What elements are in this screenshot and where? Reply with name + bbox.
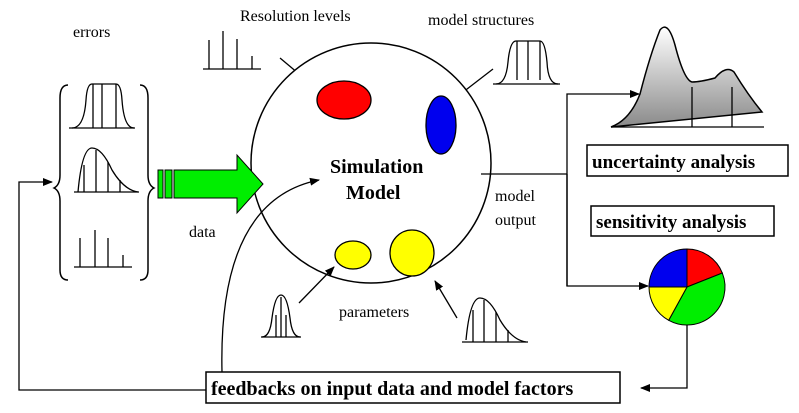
- errors-label: errors: [73, 24, 110, 41]
- parameter-yellow-ellipse-small: [334, 240, 372, 270]
- resolution-red-ellipse: [316, 80, 372, 120]
- discrete-distribution-icon: [74, 230, 132, 268]
- uncertainty-analysis-label: uncertainty analysis: [592, 152, 755, 173]
- feedback-box: [205, 371, 621, 404]
- pie-slice-blue: [648, 248, 688, 288]
- sensitivity-pie-chart: [648, 248, 726, 326]
- feedback-curve-arrow: [221, 177, 320, 373]
- pie-slice-green: [668, 272, 726, 326]
- model-output-label-line1: model: [495, 188, 536, 205]
- resolution-levels-label: Resolution levels: [240, 8, 351, 25]
- feedback-label: feedbacks on input data and model factor…: [211, 378, 573, 400]
- feedback-loop-arrow: [18, 178, 206, 391]
- parameter-skewed-distribution-icon: [462, 297, 528, 343]
- errors-right-brace: [139, 84, 156, 281]
- skewed-distribution-icon: [74, 147, 139, 193]
- sensitivity-analysis-label: sensitivity analysis: [596, 212, 746, 233]
- sensitivity-analysis-box: [590, 205, 775, 237]
- resolution-discrete-icon: [203, 31, 261, 70]
- sensitivity-connector-arrow: [566, 174, 649, 290]
- model-structure-distribution-icon: [493, 40, 560, 85]
- parameters-label: parameters: [339, 304, 409, 321]
- data-label: data: [189, 224, 216, 241]
- uniform-distribution-icon: [69, 83, 135, 129]
- uncertainty-analysis-box: [586, 144, 789, 177]
- model-structures-label: model structures: [428, 12, 534, 29]
- parameter-yellow-ellipse-large: [389, 229, 435, 277]
- uncertainty-distribution-icon: [610, 26, 764, 128]
- parameter-arrow-left: [298, 266, 335, 304]
- structure-blue-ellipse: [425, 95, 457, 155]
- parameter-arrow-right: [434, 280, 458, 319]
- model-output-label-line2: output: [495, 212, 536, 229]
- pie-slice-red: [686, 248, 723, 288]
- simulation-model-title-line1: Simulation: [330, 156, 423, 178]
- data-arrow: [157, 153, 264, 215]
- errors-left-brace: [52, 84, 69, 281]
- pie-to-feedback-arrow: [640, 325, 688, 392]
- parameter-normal-distribution-icon: [261, 294, 301, 338]
- simulation-model-title-line2: Model: [346, 182, 401, 204]
